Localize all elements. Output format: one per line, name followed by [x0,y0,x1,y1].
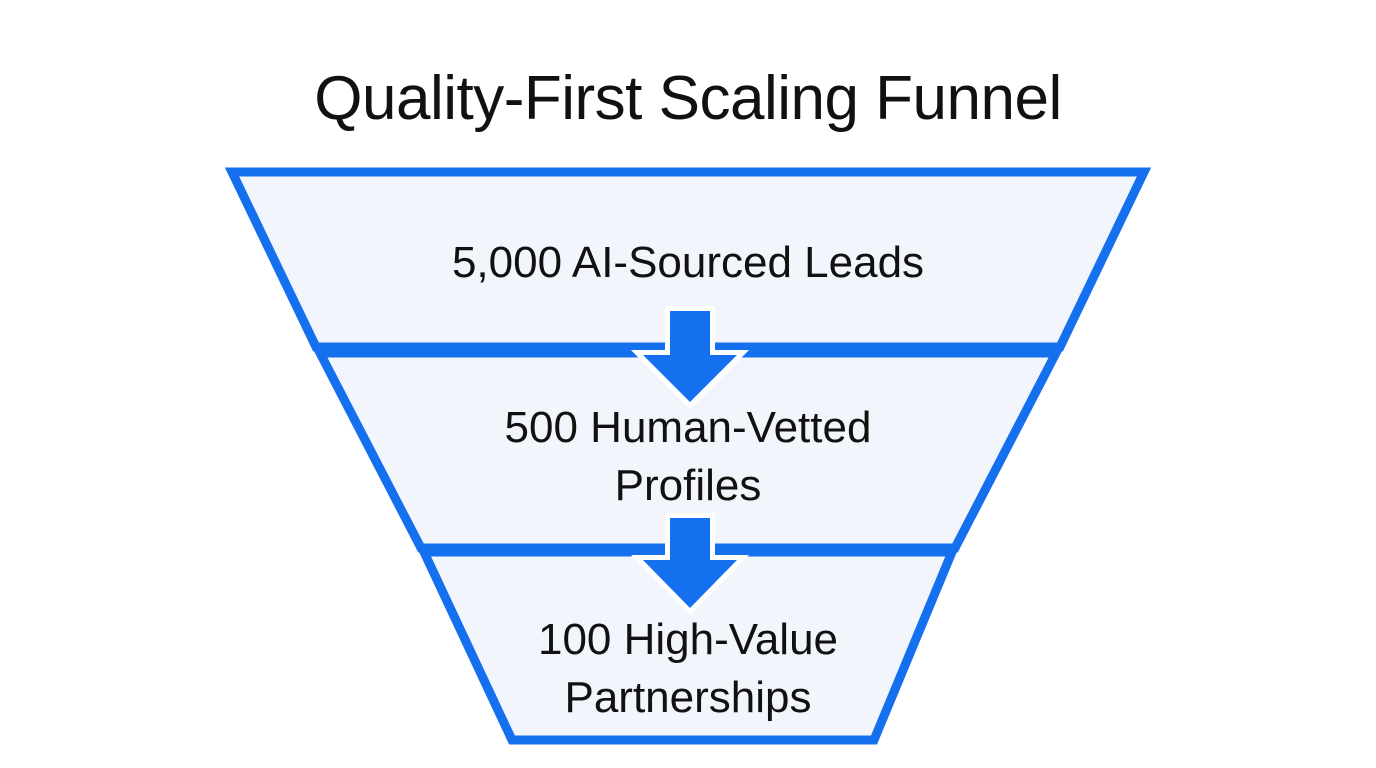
funnel-stage-3-shape [416,547,959,745]
funnel-stage-1-label: 5,000 AI-Sourced Leads [452,238,924,287]
funnel-stage-2-label-line-2: Profiles [615,461,762,510]
funnel-stage-2[interactable]: 500 Human-Vetted Profiles [312,348,1064,553]
funnel-stage-3[interactable]: 100 High-Value Partnerships [416,547,959,745]
funnel-connector-2 [631,513,749,616]
down-arrow-icon-fill [643,518,737,608]
funnel-stage-3-label-line-1: 100 High-Value [538,615,838,664]
funnel-stage-2-label-line-1: 500 Human-Vetted [505,403,872,452]
funnel-connector-1 [630,306,750,410]
funnel-stage-1[interactable]: 5,000 AI-Sourced Leads [224,167,1152,352]
down-arrow-icon-fill [643,311,737,402]
diagram-title: Quality-First Scaling Funnel [314,64,1062,133]
funnel-stage-3-label-line-2: Partnerships [564,673,811,722]
funnel-stage-1-shape [224,167,1152,352]
